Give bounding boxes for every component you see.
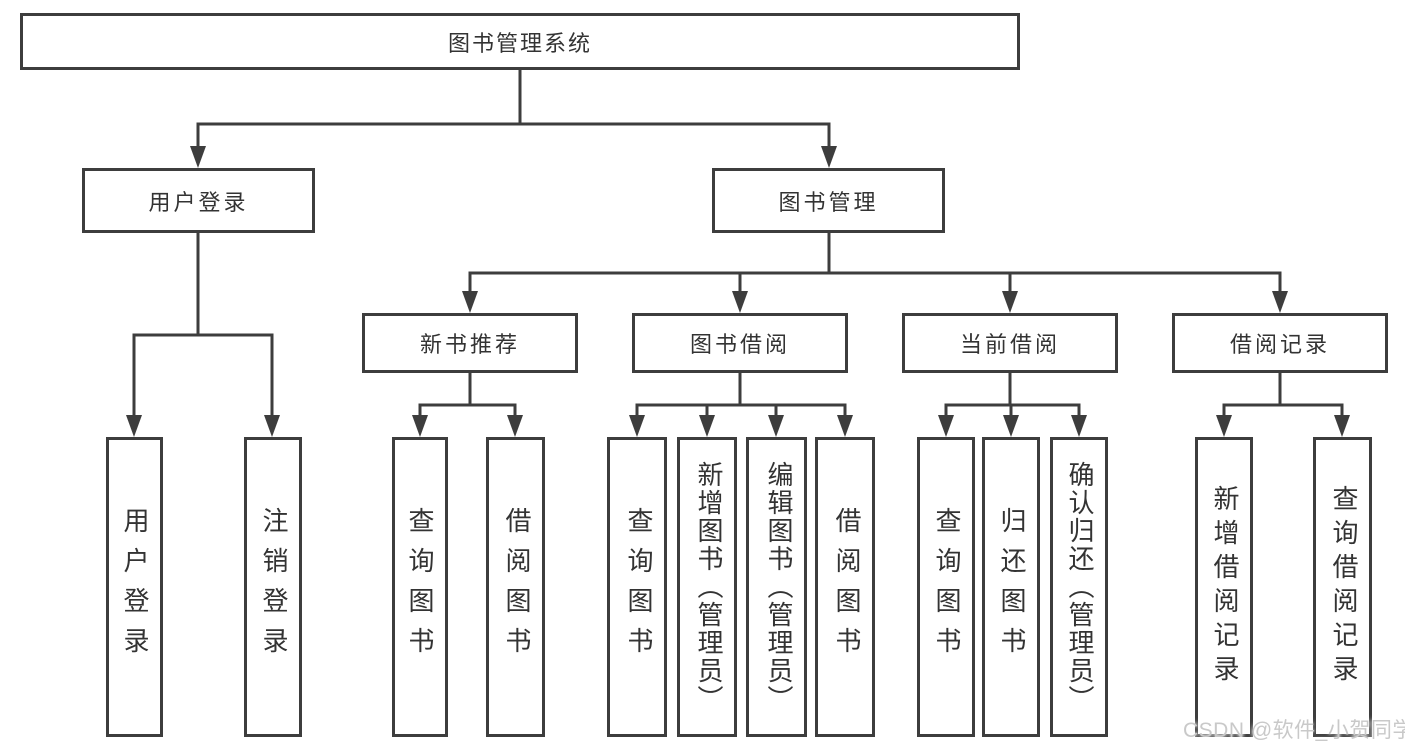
node-leaf-edit-books-admin: 编辑图书（管理员） xyxy=(746,437,807,737)
node-user-login: 用户登录 xyxy=(82,168,315,233)
node-label: 用户登录 xyxy=(148,189,249,215)
node-label: 图书管理系统 xyxy=(447,30,592,56)
connector-book-borrow-to-leaves xyxy=(629,373,853,437)
connector-line xyxy=(132,233,274,417)
node-book-management: 图书管理 xyxy=(712,168,945,233)
connector-line xyxy=(635,373,847,417)
arrowhead xyxy=(1216,415,1232,437)
node-book-borrow: 图书借阅 xyxy=(632,313,848,373)
node-leaf-add-books-admin: 新增图书（管理员） xyxy=(677,437,737,737)
connector-line xyxy=(944,373,1081,417)
node-leaf-query-borrow-record: 查询借阅记录 xyxy=(1313,437,1372,737)
node-leaf-add-borrow-record: 新增借阅记录 xyxy=(1195,437,1253,737)
node-leaf-query-books-3: 查询图书 xyxy=(917,437,975,737)
arrowhead xyxy=(837,415,853,437)
connector-new-book-to-leaves xyxy=(412,373,523,437)
connector-borrow-records-to-leaves xyxy=(1216,373,1350,437)
node-current-borrow: 当前借阅 xyxy=(902,313,1118,373)
arrowhead xyxy=(190,146,206,168)
arrowhead xyxy=(126,415,142,437)
node-label: 新书推荐 xyxy=(419,332,520,357)
arrowhead xyxy=(462,291,478,313)
arrowhead xyxy=(1071,415,1087,437)
connector-root-to-level2 xyxy=(190,70,837,168)
node-leaf-logout: 注销登录 xyxy=(244,437,302,737)
arrowhead xyxy=(1002,291,1018,313)
arrowhead xyxy=(412,415,428,437)
watermark: CSDN @软件_小贺同学 xyxy=(1183,719,1405,742)
node-borrow-records: 借阅记录 xyxy=(1172,313,1388,373)
node-label: 当前借阅 xyxy=(959,332,1060,357)
node-label: 图书管理 xyxy=(778,189,879,215)
arrowhead xyxy=(938,415,954,437)
arrowhead xyxy=(1272,291,1288,313)
node-leaf-confirm-return-admin: 确认归还（管理员） xyxy=(1050,437,1108,737)
arrowhead xyxy=(821,146,837,168)
node-leaf-borrow-books-1: 借阅图书 xyxy=(486,437,545,737)
arrowhead xyxy=(264,415,280,437)
arrowhead xyxy=(732,291,748,313)
arrowhead xyxy=(1334,415,1350,437)
node-leaf-user-login: 用户登录 xyxy=(106,437,163,737)
connector-line xyxy=(418,373,517,417)
connector-book-mgmt-to-level3 xyxy=(462,233,1288,313)
connector-line xyxy=(468,233,1282,293)
arrowhead xyxy=(768,415,784,437)
node-leaf-query-books-1: 查询图书 xyxy=(392,437,448,737)
arrowhead xyxy=(1003,415,1019,437)
connector-line xyxy=(196,70,831,148)
connector-user-login-to-leaves xyxy=(126,233,280,437)
node-label: 借阅记录 xyxy=(1229,332,1330,357)
node-new-book-recommend: 新书推荐 xyxy=(362,313,578,373)
arrowhead xyxy=(507,415,523,437)
node-leaf-return-books: 归还图书 xyxy=(982,437,1040,737)
node-leaf-query-books-2: 查询图书 xyxy=(607,437,667,737)
node-library-system: 图书管理系统 xyxy=(20,13,1020,70)
node-leaf-borrow-books-2: 借阅图书 xyxy=(815,437,875,737)
arrowhead xyxy=(699,415,715,437)
node-label: 图书借阅 xyxy=(689,332,790,357)
arrowhead xyxy=(629,415,645,437)
connector-line xyxy=(1222,373,1344,417)
connector-current-borrow-to-leaves xyxy=(938,373,1087,437)
